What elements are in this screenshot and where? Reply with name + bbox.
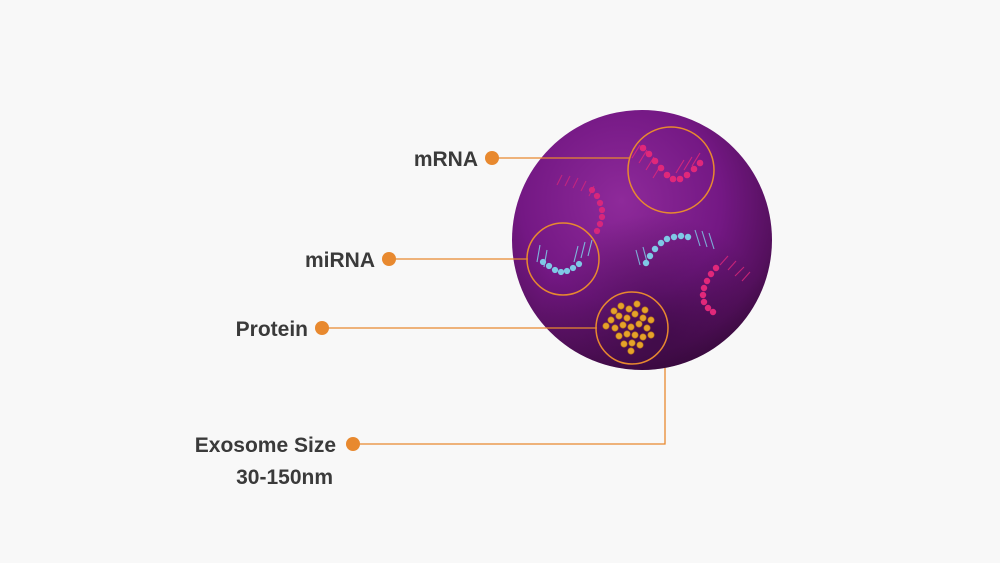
mirna-strand-icon	[536, 239, 593, 276]
exosome-size-label: Exosome Size	[195, 434, 336, 457]
exosome-size-value: 30-150nm	[236, 466, 333, 489]
protein-ring	[595, 291, 669, 365]
rna-strand-icon	[631, 144, 704, 183]
label-dots	[315, 151, 499, 451]
size-connector	[353, 368, 666, 445]
protein-cluster-icon	[602, 300, 655, 355]
rna-strand-icon	[556, 174, 606, 235]
rna-strand-icon	[699, 255, 751, 316]
mirna-dot	[382, 252, 396, 266]
connector-lines	[322, 157, 666, 445]
protein-label: Protein	[236, 318, 308, 341]
mrna-label: mRNA	[414, 148, 478, 171]
mrna-ring	[627, 126, 715, 214]
zoom-rings	[526, 126, 715, 365]
size-dot	[346, 437, 360, 451]
mirna-label: miRNA	[305, 249, 375, 272]
mirna-ring	[526, 222, 600, 296]
mrna-dot	[485, 151, 499, 165]
mirna-strand-icon	[635, 229, 715, 267]
protein-dot	[315, 321, 329, 335]
